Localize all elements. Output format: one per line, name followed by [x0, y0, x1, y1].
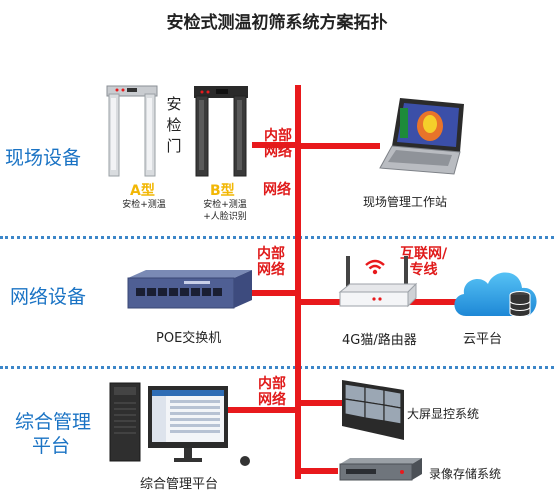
- router-label: 4G猫/路由器: [342, 333, 417, 348]
- poe-switch-label: POE交换机: [156, 331, 222, 346]
- section-label-network: 网络设备: [10, 286, 87, 308]
- internal-net-label-1: 内部网络: [264, 128, 292, 160]
- nvr-label: 录像存储系统: [429, 467, 502, 481]
- cloud-label: 云平台: [463, 332, 503, 347]
- internal-net-label-3: 内部网络: [258, 376, 286, 408]
- section-label-management-2: 平台: [32, 435, 71, 457]
- internal-net-label-1b: 网络: [263, 182, 291, 198]
- walkthrough-gate-a-icon: [106, 85, 158, 177]
- nvr-recorder-icon: [339, 458, 422, 481]
- video-wall-icon: [342, 380, 404, 440]
- link-trunk-router: [300, 299, 340, 305]
- poe-switch-icon: [127, 270, 252, 309]
- wifi-icon: [365, 259, 385, 275]
- gate-b-type: B型: [210, 183, 235, 199]
- gate-door-label: 安检门: [166, 95, 182, 155]
- link-switch-trunk: [250, 290, 297, 296]
- link-trunk-workstation: [300, 143, 380, 149]
- server-tower-icon: [109, 382, 141, 462]
- database-icon: [509, 291, 531, 317]
- link-platform-trunk: [220, 407, 297, 413]
- diagram-title: 安检式测温初筛系统方案拓扑: [166, 13, 388, 33]
- gate-a-type: A型: [130, 183, 155, 199]
- mouse-icon: [240, 456, 250, 466]
- gate-b-desc-2: +人脸识别: [203, 212, 247, 222]
- walkthrough-gate-b-icon: [194, 86, 248, 177]
- video-wall-label: 大屏显控系统: [407, 407, 480, 421]
- platform-label: 综合管理平台: [140, 477, 219, 492]
- section-label-management-1: 综合管理: [15, 411, 92, 433]
- link-router-cloud: [410, 299, 460, 305]
- laptop-icon: [379, 98, 464, 175]
- divider-field-network: [0, 236, 554, 239]
- router-icon: [338, 256, 418, 308]
- gate-a-desc: 安检+测温: [122, 200, 166, 210]
- workstation-label: 现场管理工作站: [363, 195, 448, 209]
- network-trunk-line: [295, 85, 301, 479]
- monitor-icon: [148, 386, 228, 462]
- internet-label: 互联网/专线: [400, 246, 448, 278]
- section-label-field: 现场设备: [5, 147, 82, 169]
- link-trunk-videowall: [300, 400, 345, 406]
- internal-net-label-2: 内部网络: [257, 246, 285, 278]
- link-trunk-nvr: [300, 468, 338, 474]
- divider-network-management: [0, 366, 554, 369]
- gate-b-desc-1: 安检+测温: [203, 200, 247, 210]
- link-gate-trunk: [252, 142, 297, 148]
